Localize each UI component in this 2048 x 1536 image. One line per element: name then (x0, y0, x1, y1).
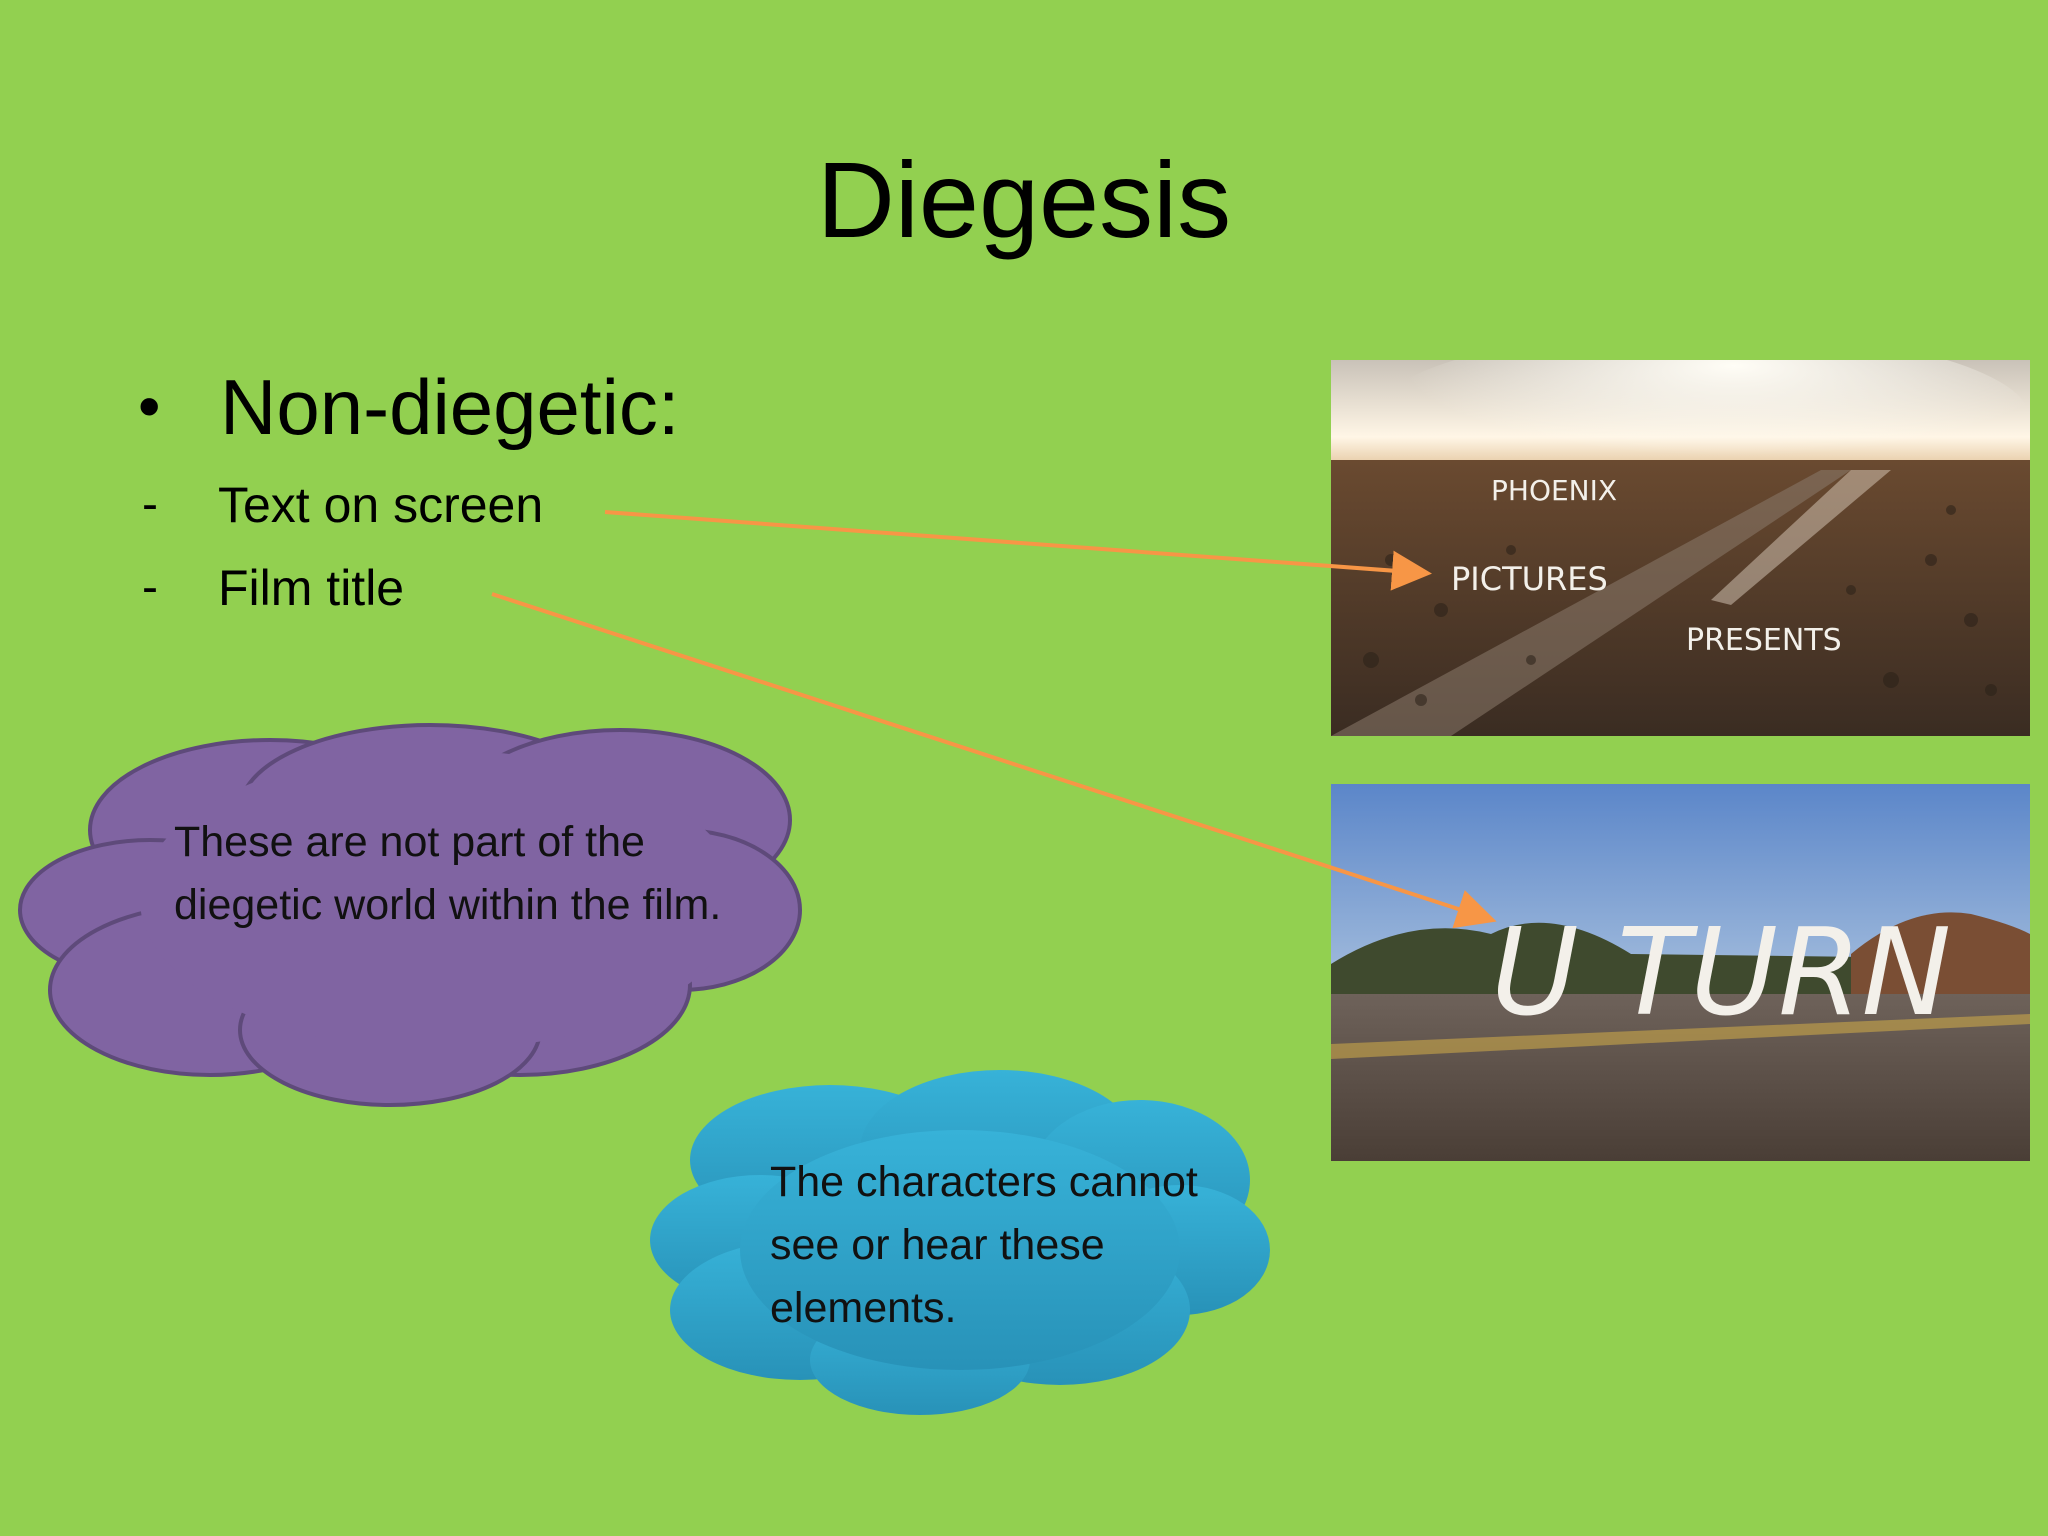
dash-marker: - (142, 561, 158, 614)
slide-title: Diegesis (816, 139, 1232, 260)
credit-word-phoenix: PHOENIX (1491, 474, 1617, 507)
dash-marker: - (142, 478, 158, 531)
bullet-dot: • (138, 370, 161, 442)
credit-word-presents: PRESENTS (1686, 623, 1842, 658)
arrow-to-title-image (491, 592, 1497, 929)
cloud-blue-text: The characters cannot see or hear these … (770, 1158, 1198, 1332)
bullet-text: Non-diegetic: (220, 363, 680, 451)
sub-item-film-title: Film title (218, 560, 405, 616)
arrow-to-credits-image (604, 510, 1432, 591)
credit-word-pictures: PICTURES (1451, 560, 1608, 598)
sub-item-text-on-screen: Text on screen (218, 477, 544, 533)
film-title-u-turn: U TURN (1491, 904, 1951, 1043)
u-turn-title-image: U TURN (1331, 784, 2030, 1161)
cloud-purple-text: These are not part of the diegetic world… (174, 818, 722, 929)
desert-credits-image: PHOENIX PICTURES PRESENTS (1331, 360, 2030, 736)
